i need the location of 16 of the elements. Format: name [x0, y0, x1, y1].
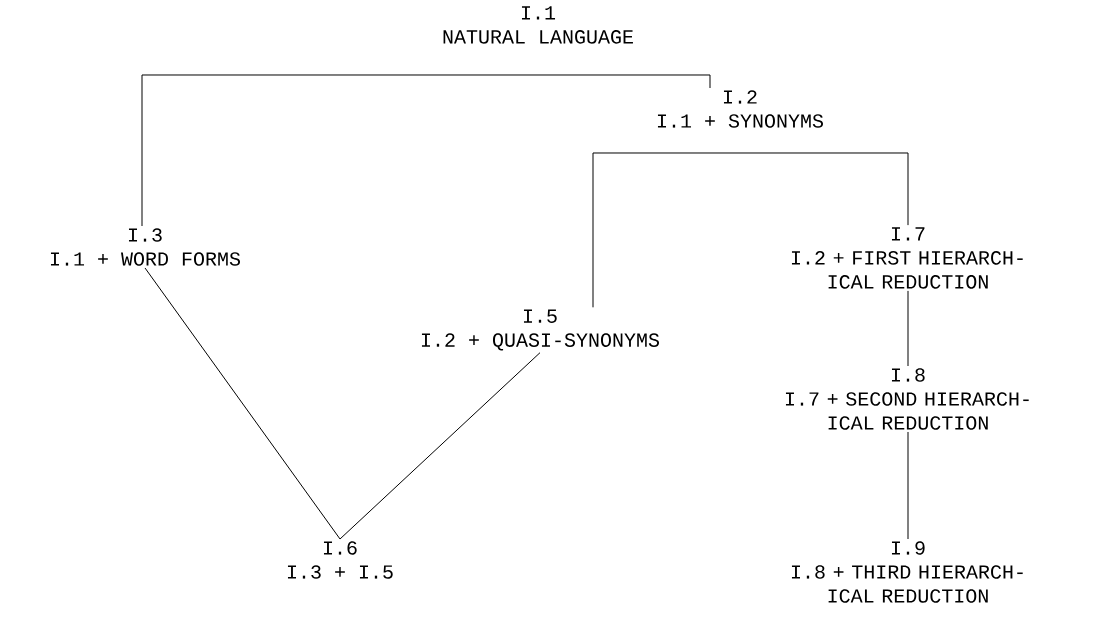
- node-label: I.9 I.8 + THIRD HIERARCH- ICAL REDUCTION: [791, 541, 1023, 603]
- connector-line: [749, 152, 909, 226]
- node-label: I.8 I.7 + SECOND HIERARCH- ICAL REDUCTION: [785, 368, 1029, 430]
- node-label: I.2 I.1 + SYNONYMS: [657, 90, 823, 128]
- connector-line: [537, 74, 711, 89]
- node-label: I.3 I.1 + WORD FORMS: [50, 228, 240, 266]
- connector-line: [907, 431, 909, 540]
- connector-line: [592, 152, 751, 308]
- connector-line: [141, 74, 539, 227]
- node-label: I.5 I.2 + QUASI-SYNONYMS: [421, 309, 659, 351]
- node-label: I.7 I.2 + FIRST HIERARCH- ICAL REDUCTION: [791, 227, 1023, 289]
- node-label: I.1 NATURAL LANGUAGE: [443, 6, 633, 44]
- node-label: I.6 I.3 + I.5: [288, 541, 393, 579]
- connector-line: [907, 290, 909, 367]
- connector-line: [339, 352, 541, 540]
- connector-line: [144, 267, 341, 540]
